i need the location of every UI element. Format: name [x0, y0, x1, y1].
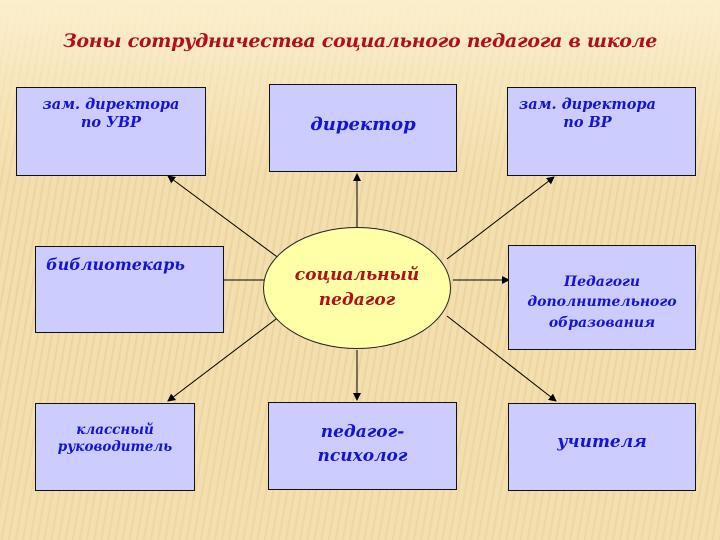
- center-label-line: социальный: [294, 265, 420, 286]
- center-label-line: педагог: [318, 290, 396, 310]
- node-label-line: зам. директора: [519, 96, 656, 113]
- node-additional-education-teachers: Педагоги дополнительного образования: [508, 245, 696, 350]
- node-label-line: психолог: [317, 445, 408, 466]
- arrow-to-teachers: [446, 315, 557, 402]
- arrow-to-class-teacher: [167, 315, 281, 402]
- center-node-social-pedagogue: социальный педагог: [263, 227, 451, 349]
- node-label-line: зам. директора: [42, 96, 180, 113]
- node-label-line: по ВР: [563, 114, 612, 132]
- node-label-line: классный: [76, 422, 154, 438]
- node-director: директор: [269, 84, 457, 172]
- node-label-line: Педагоги: [563, 274, 641, 291]
- node-label-line: библиотекарь: [46, 255, 185, 274]
- node-label-line: дополнительного: [527, 294, 677, 311]
- node-teachers: учителя: [508, 403, 696, 491]
- node-class-teacher: классный руководитель: [35, 403, 195, 491]
- arrow-to-deputy-vr: [446, 176, 555, 260]
- slide-title: Зоны сотрудничества социального педагога…: [62, 30, 658, 52]
- node-label-line: директор: [310, 113, 416, 135]
- node-label-line: педагог-: [320, 422, 405, 442]
- node-label-line: руководитель: [57, 438, 173, 455]
- arrow-to-deputy-uvr: [167, 175, 281, 260]
- node-deputy-director-uvr: зам. директора по УВР: [16, 87, 206, 176]
- node-label-line: учителя: [557, 432, 647, 452]
- node-librarian: библиотекарь: [35, 246, 224, 333]
- node-label-line: по УВР: [80, 114, 142, 132]
- node-deputy-director-vr: зам. директора по ВР: [507, 87, 696, 176]
- node-label-line: образования: [548, 314, 656, 331]
- node-educational-psychologist: педагог- психолог: [268, 402, 457, 490]
